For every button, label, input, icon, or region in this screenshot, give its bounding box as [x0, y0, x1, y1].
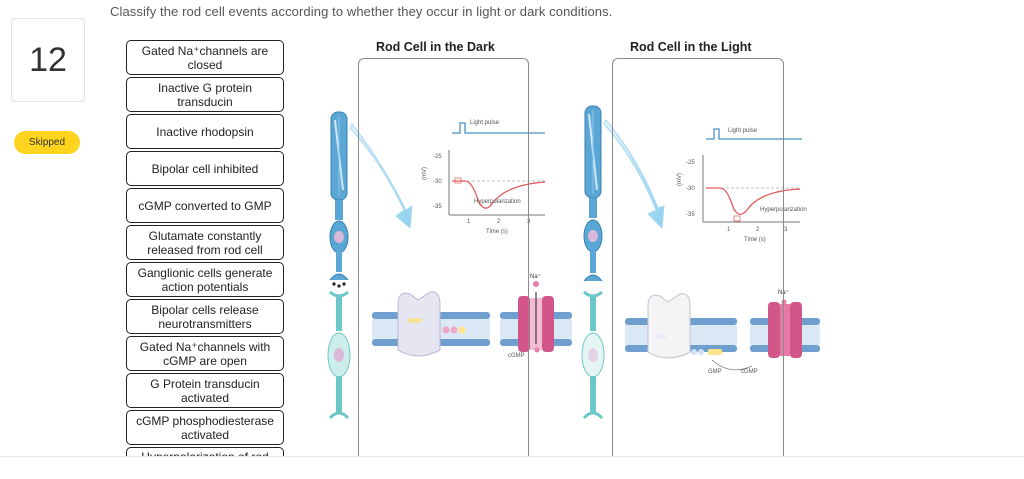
dark-zone-title: Rod Cell in the Dark [376, 40, 495, 54]
answer-tile[interactable]: Bipolar cells release neurotransmitters [126, 299, 284, 334]
dark-graph: Light pulse (mV) -25 -30 -35 Hyperpolari… [422, 120, 546, 235]
answer-bank: Gated Na⁺channels are closed Inactive G … [126, 40, 284, 456]
dark-zoom-arrow [349, 123, 413, 230]
light-bipolar-cell [581, 290, 605, 420]
light-xtick: 2 [756, 227, 760, 233]
answer-tile[interactable]: Inactive rhodopsin [126, 114, 284, 149]
dark-ytick: -30 [433, 179, 442, 185]
dark-x-label: Time (s) [486, 229, 508, 235]
dark-y-label: (mV) [422, 167, 428, 180]
status-badge: Skipped [14, 131, 80, 154]
light-xtick: 1 [727, 227, 731, 233]
question-number: 12 [29, 40, 67, 79]
answer-tile[interactable]: Inactive G protein transducin [126, 77, 284, 112]
light-x-label: Time (s) [744, 237, 766, 243]
answer-tile[interactable]: Bipolar cell inhibited [126, 151, 284, 186]
light-rod-cell [583, 105, 603, 282]
dark-curve-label: Hyperpolarization [474, 199, 521, 205]
dark-pulse-label: Light pulse [470, 120, 500, 126]
dark-xtick: 2 [497, 219, 501, 225]
light-gmp-label: GMP [708, 369, 722, 375]
dark-xtick: 1 [467, 219, 471, 225]
question-text: Classify the rod cell events according t… [110, 4, 613, 19]
answer-tile[interactable]: Ganglionic cells generate action potenti… [126, 262, 284, 297]
light-ytick: -35 [686, 212, 695, 218]
footer-divider [0, 456, 1024, 457]
dark-cgmp-channel: Na⁺ cGMP [508, 273, 554, 359]
dark-ytick: -25 [433, 154, 442, 160]
light-ytick: -25 [686, 160, 695, 166]
dark-na-label: Na⁺ [530, 273, 541, 280]
rod-cell-figure: Light pulse (mV) -25 -30 -35 Hyperpolari… [320, 100, 840, 456]
light-membrane: GMP cGMP [625, 293, 820, 375]
light-cgmp-label: cGMP [741, 369, 758, 375]
light-drop-zone[interactable] [612, 58, 784, 456]
answer-tile[interactable]: Hyperpolarization of rod [126, 447, 284, 456]
light-zone-title: Rod Cell in the Light [630, 40, 752, 54]
question-number-card: 12 [11, 18, 85, 102]
light-zoom-arrow [603, 119, 665, 230]
answer-tile[interactable]: G Protein transducin activated [126, 373, 284, 408]
dark-rod-cell [329, 111, 349, 288]
dark-cgmp-label: cGMP [508, 353, 525, 359]
dark-bipolar-cell [327, 290, 351, 420]
answer-tile[interactable]: Gated Na⁺channels with cGMP are open [126, 336, 284, 371]
light-y-label: (mV) [677, 173, 683, 186]
answer-tile[interactable]: Glutamate constantly released from rod c… [126, 225, 284, 260]
answer-tile[interactable]: Gated Na⁺channels are closed [126, 40, 284, 75]
light-ytick: -30 [686, 186, 695, 192]
dark-ytick: -35 [433, 204, 442, 210]
answer-tile[interactable]: cGMP converted to GMP [126, 188, 284, 223]
answer-tile[interactable]: cGMP phosphodiesterase activated [126, 410, 284, 445]
dark-drop-zone[interactable] [358, 58, 529, 456]
dark-xtick: 3 [527, 219, 531, 225]
light-pulse-label: Light pulse [728, 128, 758, 134]
light-xtick: 3 [784, 227, 788, 233]
light-cgmp-channel: Na⁺ [768, 289, 802, 358]
